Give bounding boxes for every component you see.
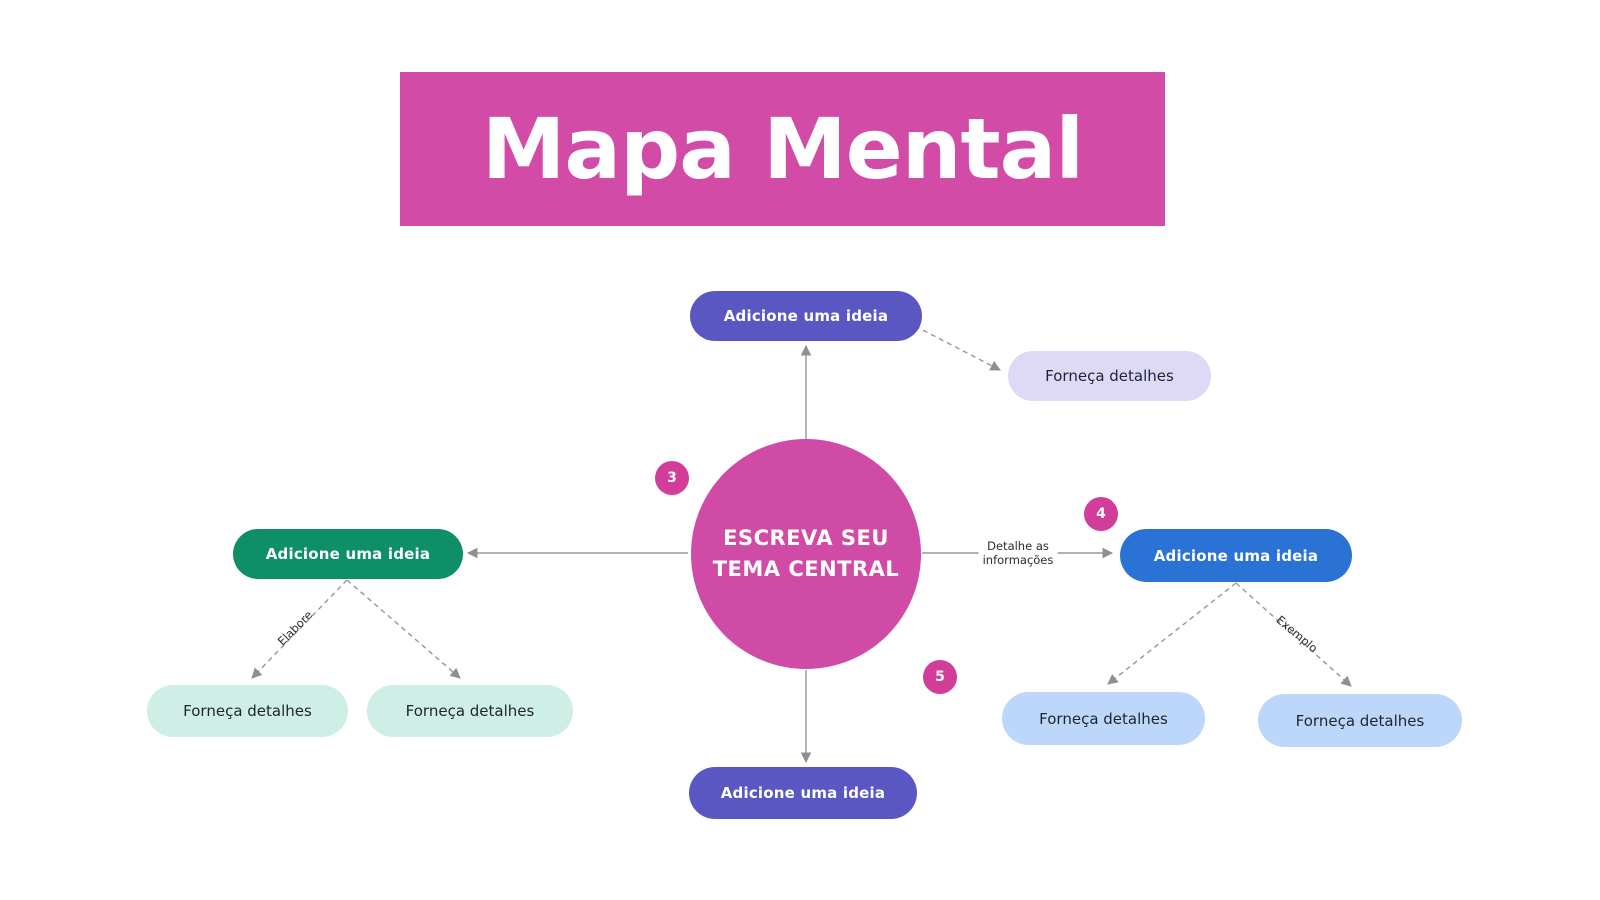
detail-node-right-a-label: Forneça detalhes [1039,709,1168,728]
detail-node-right-b[interactable]: Forneça detalhes [1258,694,1462,747]
detail-node-left-a[interactable]: Forneça detalhes [147,685,348,737]
edge-right-to-detail-a [1107,582,1237,685]
edge-top-to-detail [914,325,1001,371]
edge-left-to-detail-a [251,579,348,679]
detail-node-top-right-label: Forneça detalhes [1045,367,1174,385]
edge-label-detalhe-line2: informações [982,553,1054,567]
idea-node-left-label: Adicione uma ideia [265,545,431,563]
title-banner[interactable]: Mapa Mental [400,72,1165,226]
central-topic-line2: TEMA CENTRAL [712,557,900,581]
edge-left-to-detail-b [346,579,461,679]
idea-node-top-label: Adicione uma ideia [723,307,889,325]
central-topic-line1: ESCREVA SEU [723,526,889,550]
detail-node-left-b[interactable]: Forneça detalhes [367,685,573,737]
page-title: Mapa Mental [481,100,1084,198]
step-badge-4-number: 4 [1096,506,1106,522]
idea-node-left[interactable]: Adicione uma ideia [233,529,463,579]
step-badge-4[interactable]: 4 [1084,497,1118,531]
idea-node-top[interactable]: Adicione uma ideia [690,291,922,341]
detail-node-left-a-label: Forneça detalhes [183,702,312,720]
idea-node-bottom[interactable]: Adicione uma ideia [689,767,917,819]
edge-label-detalhe-line1: Detalhe as [987,539,1049,553]
step-badge-3-number: 3 [667,470,677,486]
detail-node-left-b-label: Forneça detalhes [405,702,535,720]
step-badge-3[interactable]: 3 [655,461,689,495]
detail-node-top-right[interactable]: Forneça detalhes [1008,351,1211,401]
step-badge-5-number: 5 [935,669,945,685]
central-topic-node[interactable]: ESCREVA SEU TEMA CENTRAL [691,439,921,669]
edge-right-to-detail-b [1235,582,1352,687]
detail-node-right-b-label: Forneça detalhes [1295,711,1425,730]
idea-node-bottom-label: Adicione uma ideia [720,784,886,802]
idea-node-right-label: Adicione uma ideia [1153,546,1319,565]
idea-node-right[interactable]: Adicione uma ideia [1120,529,1352,582]
edge-label-detalhe-informacoes[interactable]: Detalhe as informações [978,538,1058,568]
detail-node-right-a[interactable]: Forneça detalhes [1002,692,1205,745]
step-badge-5[interactable]: 5 [923,660,957,694]
